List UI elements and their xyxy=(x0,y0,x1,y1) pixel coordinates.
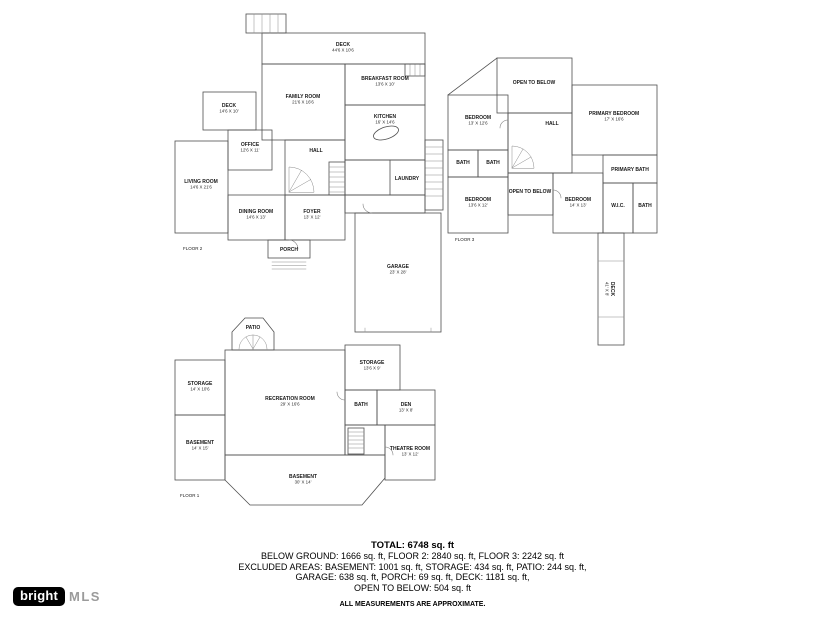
summary-line: OPEN TO BELOW: 504 sq. ft xyxy=(353,582,472,593)
summary-line: GARAGE: 638 sq. ft, PORCH: 69 sq. ft, DE… xyxy=(295,572,530,582)
mls-logo-text: MLS xyxy=(69,589,101,604)
disclaimer-text: ALL MEASUREMENTS ARE APPROXIMATE. xyxy=(339,601,486,608)
room-label: BATH xyxy=(354,402,368,408)
bright-logo-box: bright xyxy=(13,587,66,606)
room-label: LAUNDRY xyxy=(395,176,420,182)
floor-3-plan xyxy=(447,57,658,346)
room-label: BATH xyxy=(638,203,652,209)
room-label: OPEN TO BELOW xyxy=(513,80,556,86)
room-label: BATH xyxy=(486,160,500,166)
room-label: PATIO xyxy=(246,325,261,331)
floor-label: FLOOR 2 xyxy=(183,246,203,251)
floor-label: FLOOR 1 xyxy=(180,493,200,498)
room-label: HALL xyxy=(545,121,558,127)
brightmls-logo: bright MLS xyxy=(13,587,101,606)
room-label: HALL xyxy=(309,148,322,154)
floor-1-plan xyxy=(174,317,436,506)
total-area: TOTAL: 6748 sq. ft xyxy=(370,540,455,551)
summary-line: BELOW GROUND: 1666 sq. ft, FLOOR 2: 2840… xyxy=(260,551,565,561)
room-label: BATH xyxy=(456,160,470,166)
room-label: PRIMARY BATH xyxy=(611,167,649,173)
floor-2-plan xyxy=(174,13,444,333)
room-label: OPEN TO BELOW xyxy=(509,189,552,195)
summary-line: EXCLUDED AREAS: BASEMENT: 1001 sq. ft, S… xyxy=(238,561,587,572)
floor-label: FLOOR 3 xyxy=(455,237,475,242)
room-label: DECK41' X 8' xyxy=(605,282,616,297)
area-summary: TOTAL: 6748 sq. ft BELOW GROUND: 1666 sq… xyxy=(0,540,825,608)
room-label: W.I.C. xyxy=(611,203,625,209)
room-label: PORCH xyxy=(280,247,298,253)
